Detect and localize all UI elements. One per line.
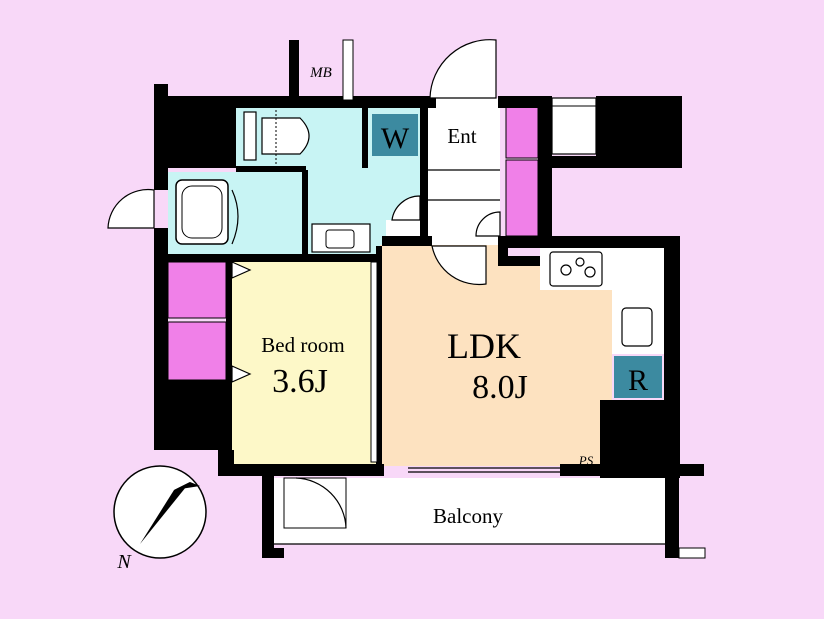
compass-north-label: N xyxy=(116,551,132,573)
wall xyxy=(289,40,299,100)
entrance-door-swing xyxy=(429,39,497,99)
storage-unit xyxy=(551,97,597,155)
wall xyxy=(560,464,680,476)
wall xyxy=(160,380,232,450)
wall xyxy=(680,464,704,476)
wall xyxy=(362,108,368,168)
wall xyxy=(302,170,308,254)
closet-door-swing xyxy=(475,211,501,237)
bedroom-door-swing xyxy=(231,261,252,279)
compass-needle-icon xyxy=(140,482,190,544)
compass: N xyxy=(113,465,207,573)
doors xyxy=(107,39,501,529)
bathtub xyxy=(175,179,229,245)
burner xyxy=(575,257,585,267)
bath-door xyxy=(231,189,239,245)
wall xyxy=(376,246,382,466)
wall xyxy=(262,548,284,558)
hall-door-swing xyxy=(431,245,487,286)
balcony-door-arc xyxy=(295,477,347,529)
bedroom-closet-bottom xyxy=(167,321,227,381)
appliance-markers: W R xyxy=(372,114,662,398)
washroom-door-swing xyxy=(391,195,421,221)
refrigerator-marker xyxy=(614,356,662,398)
bathtub-inner xyxy=(181,185,223,239)
compass-needle-tail xyxy=(174,482,200,490)
wall xyxy=(168,254,380,262)
wall xyxy=(218,464,384,476)
ldk-size: 8.0J xyxy=(472,369,528,406)
fixtures xyxy=(175,97,665,545)
walls xyxy=(154,39,706,559)
bedroom-sliding-door xyxy=(370,261,378,463)
room-labels: Bed room 3.6J LDK 8.0J Ent Balcony MB PS xyxy=(261,65,593,528)
wall xyxy=(236,166,306,172)
bedroom-size: 3.6J xyxy=(272,363,328,400)
wall xyxy=(342,39,354,101)
pipe-space-label: PS xyxy=(578,453,594,468)
washbasin-bowl xyxy=(325,229,355,249)
entrance-closet-bottom xyxy=(505,159,539,237)
washer-marker xyxy=(372,114,418,156)
ldk-name: LDK xyxy=(447,326,521,366)
toilet-bowl xyxy=(261,117,310,155)
burner xyxy=(584,266,596,278)
wall xyxy=(498,236,508,266)
wall xyxy=(226,262,232,466)
wall xyxy=(498,236,680,248)
wall xyxy=(498,96,550,108)
bedroom-door-swing xyxy=(231,365,252,383)
wall xyxy=(154,108,236,168)
entrance-label: Ent xyxy=(447,124,476,148)
compass-circle xyxy=(113,465,207,559)
bedroom-name: Bed room xyxy=(261,333,344,357)
bedroom-closet-top xyxy=(167,261,227,319)
wall xyxy=(160,96,436,108)
wall xyxy=(548,156,682,168)
kitchen-sink xyxy=(621,307,653,347)
ldk-floor xyxy=(380,245,612,466)
exterior-left-door-swing xyxy=(107,188,155,229)
wall xyxy=(262,470,274,558)
refrigerator-label: R xyxy=(628,364,648,397)
meter-box-label: MB xyxy=(309,65,332,81)
balcony-floor xyxy=(273,478,665,544)
bedroom-floor xyxy=(232,262,377,466)
wall xyxy=(665,474,679,558)
toilet-tank xyxy=(243,111,257,161)
wall xyxy=(538,96,552,246)
washer-label: W xyxy=(381,122,410,155)
wall xyxy=(382,236,432,246)
wall xyxy=(498,256,540,266)
washbasin xyxy=(311,223,371,253)
wall xyxy=(678,547,706,559)
wall xyxy=(420,108,428,240)
entrance-closet-top xyxy=(505,105,539,159)
balcony-label: Balcony xyxy=(433,504,503,528)
burner xyxy=(560,264,572,276)
